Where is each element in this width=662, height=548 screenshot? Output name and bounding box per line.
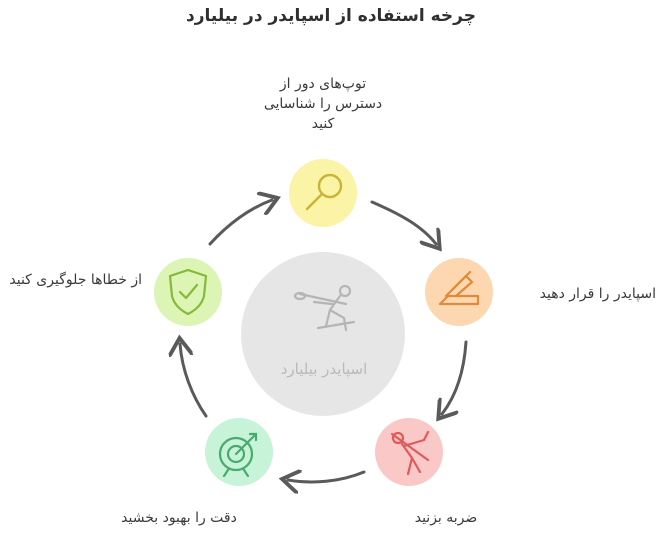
shield-check-icon [168, 268, 208, 316]
arrow-prevent-to-identify [208, 200, 272, 246]
center-circle [241, 252, 405, 416]
step-label-strike: ضربه بزنید [414, 510, 478, 526]
spider-rest-icon [438, 270, 480, 306]
arrow-place-to-strike [442, 340, 468, 414]
arrow-identify-to-place [370, 200, 436, 244]
arrow-strike-to-accuracy [288, 472, 366, 482]
step-label-identify: توپ‌های دور از دسترس را شناسایی کنید [263, 76, 383, 132]
target-icon [218, 432, 258, 478]
player-strike-icon [390, 430, 430, 476]
pool-player-icon [293, 284, 356, 332]
step-label-prevent: از خطاها جلوگیری کنید [9, 272, 142, 288]
step-label-place: اسپایدر را قرار دهید [539, 286, 656, 302]
center-label: اسپایدر بیلیارد [280, 360, 368, 378]
arrow-accuracy-to-prevent [180, 344, 208, 418]
magnifier-icon [305, 173, 343, 211]
step-circle-prevent [154, 258, 222, 326]
diagram-title: چرخه استفاده از اسپایدر در بیلیارد [186, 6, 476, 26]
step-label-accuracy: دقت را بهبود بخشید [121, 510, 237, 526]
